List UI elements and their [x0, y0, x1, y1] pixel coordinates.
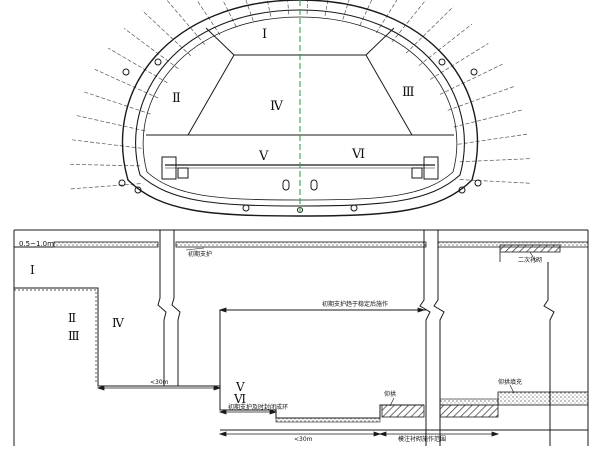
initial-support-label: 初期支护	[188, 250, 212, 258]
trolley-range-label: 模注衬砌施作范围	[398, 435, 446, 443]
inverted-arch-block	[381, 404, 425, 418]
rock-bolt	[391, 0, 427, 43]
inverted-arch-block-2	[439, 404, 499, 418]
rock-bolt	[453, 109, 523, 128]
rock-bolt	[287, 0, 290, 15]
rock-bolt	[376, 0, 398, 34]
right-drain	[411, 167, 423, 179]
inverted-fill-leader	[509, 384, 515, 394]
second-lining-top	[499, 244, 561, 253]
xs-zone-VI: Ⅵ	[351, 147, 365, 162]
crown-support-band-2	[175, 241, 427, 248]
support-note-dimension	[218, 307, 426, 313]
lining-outer-outline	[121, 0, 479, 217]
anchor-heads	[118, 58, 482, 213]
dim-close-support	[218, 409, 278, 415]
tunnel-longitudinal-section: 0.5~1.0m	[13, 229, 589, 446]
rock-bolt	[108, 47, 168, 84]
center-drain-right	[310, 179, 318, 191]
inverted-arch-label: 仰拱	[384, 390, 396, 398]
ls-zone-IV: Ⅳ	[112, 316, 125, 330]
rock-bolt	[439, 63, 503, 95]
rock-bolt	[76, 115, 146, 132]
ls-zone-VI: Ⅵ	[233, 392, 246, 406]
dim-lt30-b	[218, 431, 382, 437]
rock-bolt	[459, 158, 532, 163]
inverted-fill-top	[497, 391, 551, 406]
dim-lt30-a	[96, 385, 222, 391]
left-footing	[161, 156, 177, 180]
inverted-arch-leader	[389, 397, 395, 407]
invert-support-band	[275, 417, 381, 423]
close-support-label: 初期支护及时封闭成环	[228, 403, 288, 411]
rock-bolt	[70, 139, 142, 149]
ls-zone-V: Ⅴ	[235, 380, 245, 394]
rock-bolt	[359, 0, 373, 26]
tunnel-cross-section: Ⅰ Ⅱ Ⅲ Ⅳ Ⅴ Ⅵ	[68, 0, 532, 217]
right-footing	[423, 156, 439, 180]
xs-zone-II: Ⅱ	[172, 91, 181, 106]
rock-bolt	[68, 163, 141, 167]
rock-bolt-lines	[68, 0, 532, 190]
left-drain	[177, 167, 189, 179]
rock-bolt	[457, 133, 529, 145]
thickness-label: 0.5~1.0m	[19, 240, 54, 248]
support-note-label: 初期支护趋于稳定后施作	[322, 300, 388, 308]
rock-bolt	[405, 6, 454, 54]
rock-bolt	[94, 68, 159, 99]
rock-bolt	[142, 10, 192, 57]
dim-trolley-range	[378, 431, 500, 437]
rock-bolt	[69, 183, 141, 190]
ls-zone-II: Ⅱ	[68, 311, 76, 325]
rock-bolt	[430, 43, 489, 80]
initial-support-leader	[185, 247, 205, 251]
rock-bolt	[196, 0, 221, 36]
rock-bolt	[306, 0, 309, 15]
rock-bolt	[342, 0, 350, 20]
rock-bolt	[166, 0, 206, 45]
station-break-lines	[157, 230, 555, 446]
second-lining-leader	[529, 251, 537, 263]
inverted-fill-lower	[439, 398, 499, 406]
ls-zone-I: Ⅰ	[30, 263, 35, 277]
zone-I-dashed	[14, 289, 97, 384]
rock-bolt	[418, 23, 473, 66]
rock-bolt	[447, 86, 514, 111]
lining-inner-outline-2	[142, 16, 458, 201]
center-drain-left	[282, 179, 290, 191]
inverted-fill-label: 仰拱填充	[498, 378, 522, 386]
ls-zone-III: Ⅲ	[68, 329, 80, 343]
xs-zone-III: Ⅲ	[402, 85, 415, 100]
xs-zone-I: Ⅰ	[262, 27, 267, 42]
dim-lt30-a-label: <30m	[150, 379, 169, 386]
rock-bolt	[123, 28, 179, 69]
crown-support-band-1	[53, 241, 159, 248]
inverted-fill-right	[549, 391, 589, 406]
xs-zone-IV: Ⅳ	[270, 99, 284, 114]
dim-lt30-b-label: <30m	[294, 436, 313, 443]
xs-zone-V: Ⅴ	[258, 149, 269, 164]
lining-inner-outline	[135, 9, 465, 207]
second-lining-label: 二次衬砌	[518, 256, 542, 264]
zone-IV-boundary	[187, 54, 413, 136]
